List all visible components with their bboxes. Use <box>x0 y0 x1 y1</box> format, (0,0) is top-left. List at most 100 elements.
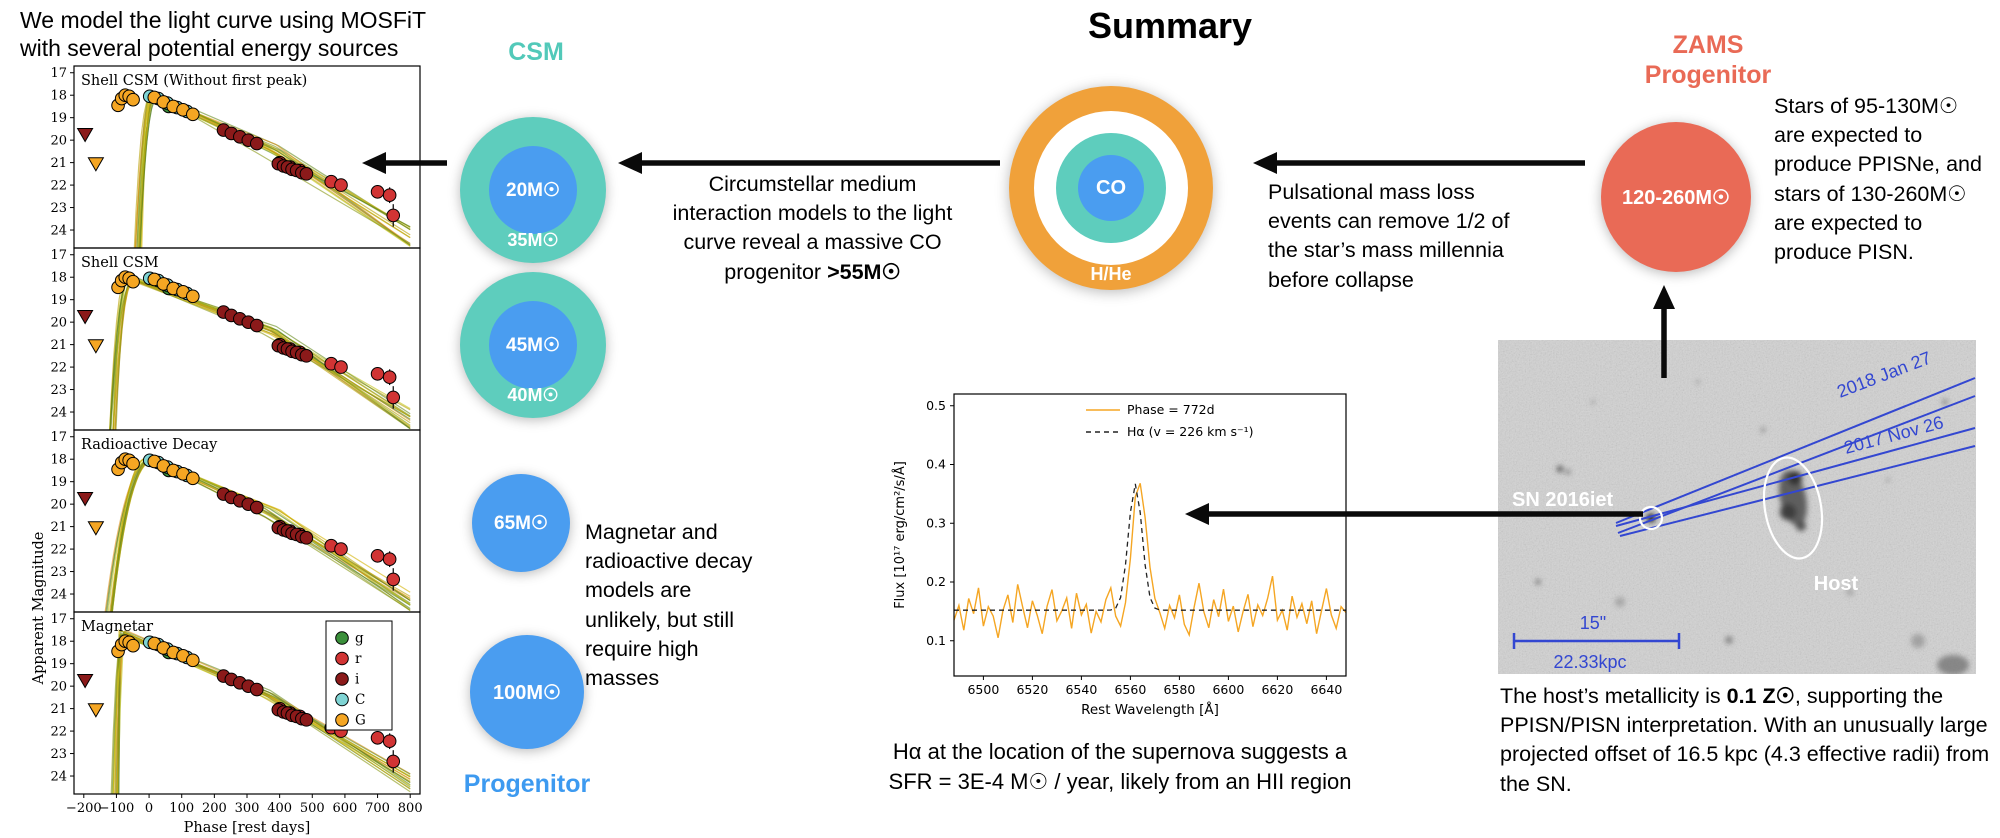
x-axis-label: Phase [rest days] <box>184 820 311 836</box>
model-curve <box>104 460 411 612</box>
magnetar-mass-circle: 65M☉ <box>472 474 570 572</box>
y-tick-label: 0.2 <box>926 574 946 589</box>
legend-marker <box>335 631 349 645</box>
model-curve <box>138 94 411 248</box>
slit-line <box>1619 445 1976 537</box>
x-axis-label: Rest Wavelength [Å] <box>1081 701 1219 718</box>
upper-limit-marker <box>76 492 94 507</box>
model-curve <box>109 277 411 430</box>
y-tick-label: 0.1 <box>926 633 946 648</box>
model-curve <box>112 277 411 430</box>
spectrum-caption-line1: Hα at the location of the supernova sugg… <box>892 739 1348 764</box>
photometry-point <box>386 754 401 769</box>
pulsational-note: Pulsational mass loss events can remove … <box>1268 178 1558 295</box>
model-curve <box>139 93 411 248</box>
x-tick-label: 6600 <box>1212 682 1244 697</box>
y-tick-label: 24 <box>50 224 67 239</box>
y-tick-label: 18 <box>50 89 67 104</box>
x-tick-label: 600 <box>333 801 358 816</box>
host-caption: The host’s metallicity is 0.1 Z☉, suppor… <box>1500 682 1992 799</box>
photometry-point <box>299 531 314 545</box>
photometry-point <box>186 471 200 486</box>
zams-label-line2: Progenitor <box>1644 61 1772 89</box>
photometry-point <box>334 542 348 556</box>
galaxy-blobs <box>1535 380 1969 675</box>
y-tick-label: 17 <box>50 430 67 445</box>
model-curves <box>104 456 411 612</box>
upper-limit-marker <box>87 157 105 172</box>
csm-shell-ring: 45M☉ 40M☉ <box>460 272 606 418</box>
zams-note: Stars of 95-130M☉ are expected to produc… <box>1774 94 1982 265</box>
photometry-point <box>370 185 385 199</box>
csm-core: 20M☉ <box>489 146 577 234</box>
slit-line <box>1615 427 1976 527</box>
photometry-point <box>386 572 401 587</box>
model-curve <box>115 278 411 430</box>
arrowhead <box>618 152 642 174</box>
y-tick-label: 18 <box>50 635 67 650</box>
star-structure-diagram: CO CO H/He <box>1009 86 1213 290</box>
model-curve <box>110 457 411 612</box>
panel-title: Shell CSM (Without first peak) <box>81 73 307 89</box>
model-curve <box>112 278 411 430</box>
model-curve <box>141 92 411 248</box>
model-curve <box>109 277 411 430</box>
y-tick-label: 21 <box>50 702 67 717</box>
star-envelope: CO CO H/He <box>1009 86 1213 290</box>
model-curve <box>106 458 411 612</box>
scale-kpc-label: 22.33kpc <box>1553 652 1626 672</box>
y-tick-label: 20 <box>50 134 67 149</box>
y-tick-label: 22 <box>50 725 67 740</box>
progenitor-mass-circle: 100M☉ <box>470 635 584 749</box>
spectrograph-slits <box>1615 377 1976 537</box>
csm-shell-ring: 20M☉ 35M☉ <box>460 117 606 263</box>
panel-title: Magnetar <box>81 619 153 635</box>
y-tick-label: 18 <box>50 271 67 286</box>
model-curve <box>140 92 411 248</box>
photometry-point <box>334 178 348 192</box>
shell-label: CO <box>1098 247 1124 266</box>
csm-text-line: interaction models to the light <box>672 201 953 226</box>
csm-text-line: progenitor >55M☉ <box>640 258 985 287</box>
y-tick-label: 19 <box>50 657 67 672</box>
x-tick-label: −100 <box>99 801 135 816</box>
legend-label: i <box>355 672 360 688</box>
upper-limit-marker <box>87 339 105 354</box>
csm-note: Magnetar and radioactive decay models ar… <box>585 520 753 691</box>
photometry-point <box>186 653 200 668</box>
y-tick-label: 21 <box>50 520 67 535</box>
upper-limit-marker <box>76 128 94 143</box>
photometry-point <box>334 360 348 374</box>
host-ellipse <box>1762 456 1824 560</box>
photometry-point <box>386 390 401 405</box>
zams-label-line1: ZAMS <box>1672 31 1744 59</box>
model-curve <box>136 91 411 248</box>
photometry-point <box>382 552 397 566</box>
model-curve <box>139 94 411 248</box>
mass-label: 65M☉ <box>494 512 548 534</box>
model-curve <box>136 93 411 248</box>
y-tick-label: 20 <box>50 498 67 513</box>
y-tick-label: 22 <box>50 543 67 558</box>
y-tick-label: 20 <box>50 316 67 331</box>
model-curve <box>109 277 411 430</box>
pulsational-line: before collapse <box>1268 267 1414 292</box>
model-curve <box>111 459 411 612</box>
model-curve <box>110 457 411 612</box>
model-curve <box>114 279 411 430</box>
y-tick-label: 19 <box>50 475 67 490</box>
csm-model-circle-1: 20M☉ 35M☉ <box>460 117 606 263</box>
progenitor-label: Progenitor <box>463 770 591 798</box>
y-tick-label: 17 <box>50 66 67 81</box>
model-curves <box>133 91 411 248</box>
csm-interaction-text: Circumstellar medium interaction models … <box>640 170 985 287</box>
intro-text: We model the light curve using MOSFiT wi… <box>20 6 580 62</box>
lightcurve-svg: 17 18 19 20 21 22 23 24 Shell CSM (Without first… <box>31 65 423 836</box>
legend-marker <box>335 713 349 727</box>
legend-label: Hα (v = 226 km s⁻¹) <box>1127 424 1254 439</box>
model-curve <box>114 279 411 430</box>
core-mass-label: 20M☉ <box>506 179 560 201</box>
host-caption-bold: 0.1 Z☉ <box>1726 684 1795 708</box>
y-tick-label: 23 <box>50 747 67 762</box>
